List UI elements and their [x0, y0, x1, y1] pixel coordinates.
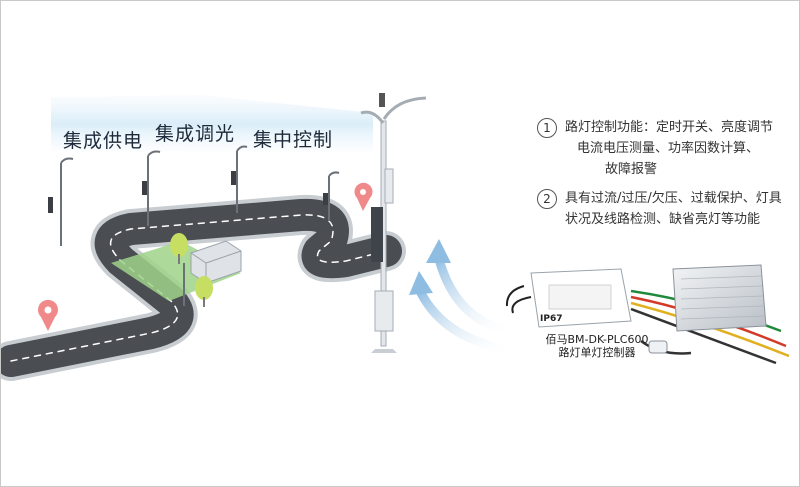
banner-label-integrated-power: 集成供电	[63, 130, 144, 152]
feature-text: 故障报警	[605, 162, 658, 177]
building	[190, 240, 242, 284]
curved-arrows	[416, 254, 521, 356]
controller-device	[505, 264, 790, 365]
feature-list: 1 路灯控制功能：定时开关、亮度调节 电流电压测量、功率因数计算、 故障报警 2…	[535, 117, 793, 238]
device-caption: 佰马BM-DK-PLC600 路灯单灯控制器	[537, 333, 657, 359]
number-badge: 1	[537, 118, 557, 138]
feature-text: 路灯控制功能：定时开关、亮度调节	[565, 120, 774, 135]
small-street-lights	[60, 145, 340, 306]
feature-text: 具有过流/过压/欠压、过载保护、灯具	[565, 191, 782, 206]
trees	[170, 233, 213, 307]
feature-text: 状况及线路检测、缺省亮灯等功能	[565, 212, 761, 227]
feature-text: 电流电压测量、功率因数计算、	[577, 141, 760, 156]
banner-label-integrated-dimming: 集成调光	[155, 123, 236, 145]
glow-band	[51, 95, 373, 153]
small-light-panels	[48, 171, 328, 213]
device-model-name: 佰马BM-DK-PLC600	[545, 333, 649, 346]
arrow-heads	[409, 239, 451, 295]
road	[1, 194, 406, 381]
feature-item-lighting-control: 1 路灯控制功能：定时开关、亮度调节 电流电压测量、功率因数计算、 故障报警	[535, 117, 793, 180]
feature-item-protection: 2 具有过流/过压/欠压、过载保护、灯具 状况及线路检测、缺省亮灯等功能	[535, 188, 793, 230]
device-rating-label: IP67	[540, 314, 563, 324]
device-description: 路灯单灯控制器	[558, 346, 636, 359]
main-smart-pole	[360, 93, 427, 353]
number-badge: 2	[537, 189, 557, 209]
banner-label-central-control: 集中控制	[253, 129, 334, 151]
location-pins	[37, 182, 373, 331]
